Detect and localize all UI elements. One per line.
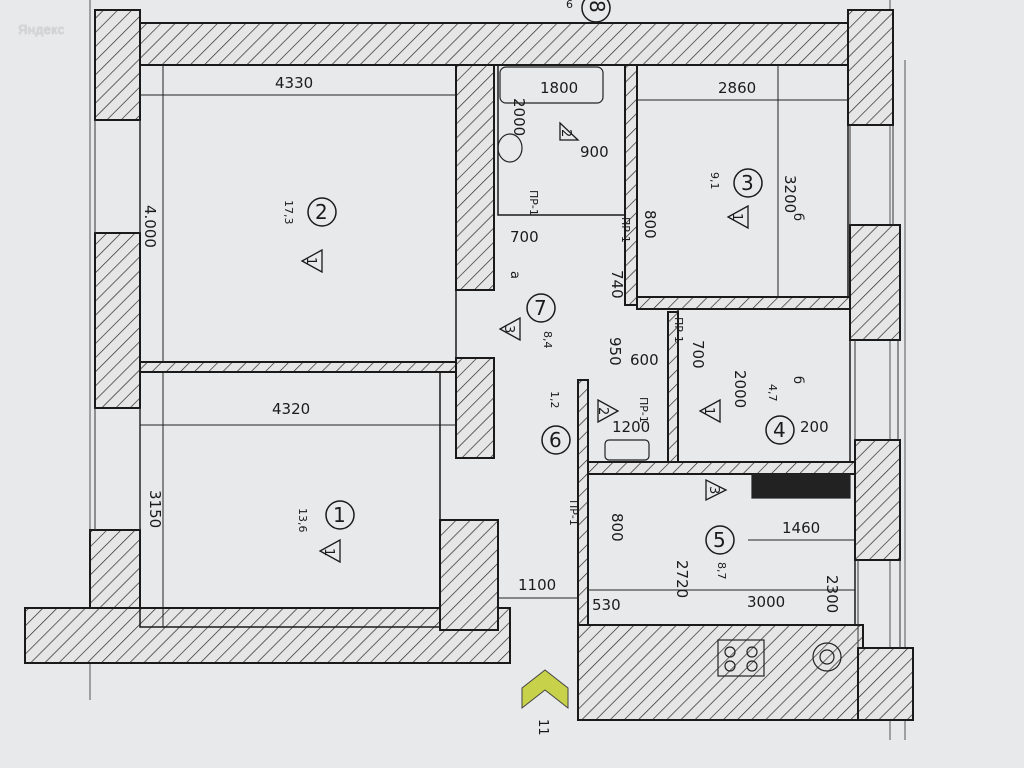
pr-label-2: ПР-1 <box>619 217 632 243</box>
pr-label-4: ПР-1 <box>637 397 650 423</box>
room-1-mark: 1 <box>321 548 336 556</box>
room-5-area: 8,7 <box>715 562 728 580</box>
pr-label-5: ПР-1 <box>567 500 580 526</box>
wall-r1-r2 <box>139 361 457 373</box>
room-labels: 1 13,6 2 17,3 3 9,1 4 4,7 5 8,7 6 1,2 7 … <box>282 168 795 580</box>
room-5-number: 5 <box>713 528 726 552</box>
dim-kitchen-width: 3000 <box>747 593 785 611</box>
room-4-mark: 1 <box>701 407 716 415</box>
wall-center-3 <box>439 519 499 631</box>
room-4-number: 4 <box>773 418 786 442</box>
windows <box>94 120 901 648</box>
dim-hall-a: 700 <box>510 228 539 246</box>
room-2-mark: 1 <box>303 257 318 265</box>
dim-entry-side: 530 <box>592 596 621 614</box>
entry-arrow-icon <box>521 669 569 710</box>
room-6-mark: 2 <box>595 407 610 415</box>
wall-left-3 <box>89 529 141 611</box>
letter-a: а <box>507 271 522 279</box>
room-6-area: 1,2 <box>548 391 561 409</box>
dimension-text: 4330 4.000 4320 3150 1800 2000 900 2860 … <box>141 74 841 614</box>
vent-block <box>751 473 851 499</box>
dim-r3-door: 800 <box>641 210 659 239</box>
axis-markers: 8 6 11 <box>535 0 611 736</box>
dim-r3-width: 2860 <box>718 79 756 97</box>
pr-label-1: ПР-1 <box>527 190 540 216</box>
dim-r2-height: 4.000 <box>141 205 159 248</box>
dim-entry-width: 1100 <box>518 576 556 594</box>
dim-wc-door: 700 <box>689 340 707 369</box>
room-3-mark: 1 <box>729 213 744 221</box>
wall-left-2 <box>94 232 141 409</box>
room-2-area: 17,3 <box>282 200 295 225</box>
wall-right-1 <box>847 9 894 126</box>
room-1-area: 13,6 <box>296 508 309 533</box>
dim-r4-height: 2000 <box>731 370 749 408</box>
dim-kitchen-side: 2300 <box>823 575 841 613</box>
wall-right-3 <box>854 439 901 561</box>
watermark: Яндекс <box>18 22 65 37</box>
room-2-number: 2 <box>315 200 328 224</box>
interior-walls <box>139 64 856 631</box>
category-marks <box>300 121 749 564</box>
dim-kitchen-height: 2720 <box>673 560 691 598</box>
wall-left-1 <box>94 9 141 121</box>
dim-bath-width: 1800 <box>540 79 578 97</box>
room-7-mark: 3 <box>501 325 516 333</box>
dim-kitchen-top: 1460 <box>782 519 820 537</box>
dim-hall-b: 740 <box>608 270 626 299</box>
letter-b: б <box>790 213 805 221</box>
room-6-number: 6 <box>549 428 562 452</box>
bathtub <box>499 66 604 104</box>
room-7-area: 8,4 <box>541 331 554 349</box>
toilet <box>604 439 650 461</box>
room-3-area: 9,1 <box>708 172 721 190</box>
kitchen-sink <box>812 642 842 672</box>
wall-center-2 <box>455 357 495 459</box>
wall-right-2 <box>849 224 901 341</box>
annotations: а б б ПР-1 ПР-1 ПР-1 ПР-1 ПР-1 <box>507 190 805 526</box>
room-3-number: 3 <box>741 171 754 195</box>
dim-r4-width: 200 <box>800 418 829 436</box>
room-7-number: 7 <box>534 296 547 320</box>
dim-bath-door: 900 <box>580 143 609 161</box>
dimension-lines <box>140 65 855 627</box>
wall-bottom-left <box>24 607 511 664</box>
fixtures <box>497 66 851 677</box>
axis-top-number: 8 <box>585 0 609 13</box>
axis-bottom-number: 11 <box>535 719 550 736</box>
pr-label-3: ПР-1 <box>672 317 685 343</box>
dim-bath-depth: 2000 <box>510 98 528 136</box>
room-outlines <box>139 64 856 628</box>
dim-wc-width: 1200 <box>612 418 650 436</box>
room-4-area: 4,7 <box>766 384 779 402</box>
wall-center-1 <box>455 64 495 291</box>
exterior-walls <box>24 9 914 721</box>
wall-bath-right <box>624 64 638 306</box>
stove <box>717 639 765 677</box>
dim-wc-top: 600 <box>630 351 659 369</box>
wall-wc-bottom <box>587 461 856 475</box>
room-5-mark: 3 <box>706 486 721 494</box>
dim-r2-width: 4330 <box>275 74 313 92</box>
sink <box>497 133 523 163</box>
bath-mark: 2 <box>558 129 573 137</box>
dim-kitchen-door: 800 <box>608 513 626 542</box>
letter-b-2: б <box>790 376 805 384</box>
dim-r1-width: 4320 <box>272 400 310 418</box>
wall-bottom-right <box>577 624 864 721</box>
wall-top <box>94 22 851 66</box>
wall-r3-bottom <box>636 296 851 310</box>
wall-right-4 <box>857 647 914 721</box>
dim-hall-c: 950 <box>606 337 624 366</box>
dim-r3-height: 3200 <box>781 175 799 213</box>
axis-top-sub: 6 <box>566 0 573 11</box>
room-1-number: 1 <box>333 503 346 527</box>
dim-r1-height: 3150 <box>146 490 164 528</box>
